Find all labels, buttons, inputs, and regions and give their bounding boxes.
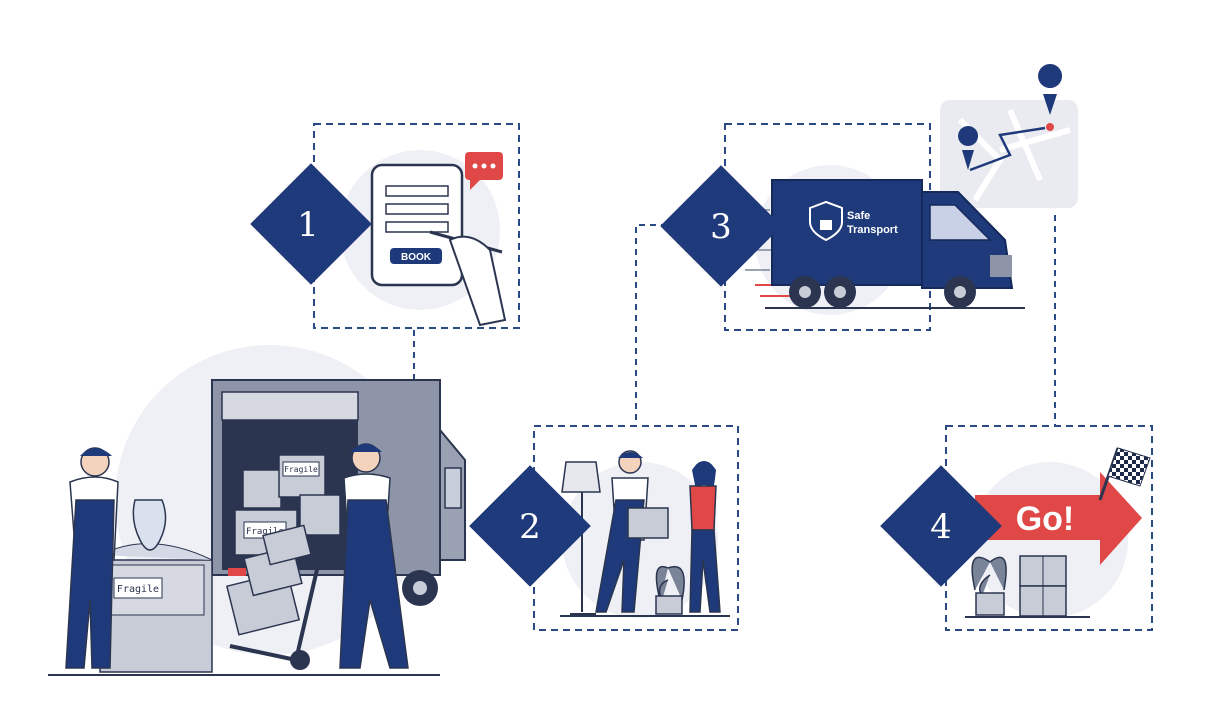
delivery-truck-icon: Safe Transport <box>740 179 1025 309</box>
book-button <box>390 248 442 264</box>
connector-2-to-3 <box>635 224 668 420</box>
step-4-number: 4 <box>930 507 952 547</box>
step-3-card: Safe Transport 3 <box>660 64 1078 331</box>
worker-left: Fragile <box>65 447 213 673</box>
step-1-badge <box>250 163 372 285</box>
step-1-number: 1 <box>297 205 319 245</box>
step-2-badge <box>469 465 591 587</box>
hand-icon <box>448 235 507 327</box>
shield-lock-icon <box>809 200 843 242</box>
fragile-label-3: Fragile <box>284 465 318 474</box>
truck-text-line2: Transport <box>847 224 898 236</box>
tablet-booking-icon: BOOK <box>370 152 507 327</box>
step-2-card: 2 <box>469 425 739 631</box>
step-3-number: 3 <box>710 207 732 247</box>
go-arrow-icon: Go! <box>965 447 1151 618</box>
route-map-icon <box>940 64 1078 208</box>
map-pin-icon-2 <box>1038 64 1063 115</box>
loading-scene: Fragile Fragile Fragile <box>48 345 466 676</box>
packing-mover-icon <box>560 450 730 617</box>
step-1-card: BOOK 1 <box>250 123 520 329</box>
checkered-flag-icon <box>1107 447 1151 487</box>
truck-text-line1: Safe <box>847 210 870 222</box>
fragile-label-2: Fragile <box>246 527 284 537</box>
worker-right <box>225 443 409 670</box>
map-pin-icon <box>958 126 979 170</box>
book-button-label: BOOK <box>401 252 432 263</box>
lamp-icon <box>561 461 601 493</box>
step-2-number: 2 <box>519 507 541 547</box>
step-4-badge <box>880 465 1002 587</box>
step-3-badge <box>660 165 782 287</box>
fragile-label-1: Fragile <box>117 584 159 595</box>
go-text: Go! <box>1016 500 1075 538</box>
connector-lines <box>413 215 1056 425</box>
vase-icon <box>132 499 167 551</box>
step-4-card: Go! 4 <box>880 425 1153 631</box>
